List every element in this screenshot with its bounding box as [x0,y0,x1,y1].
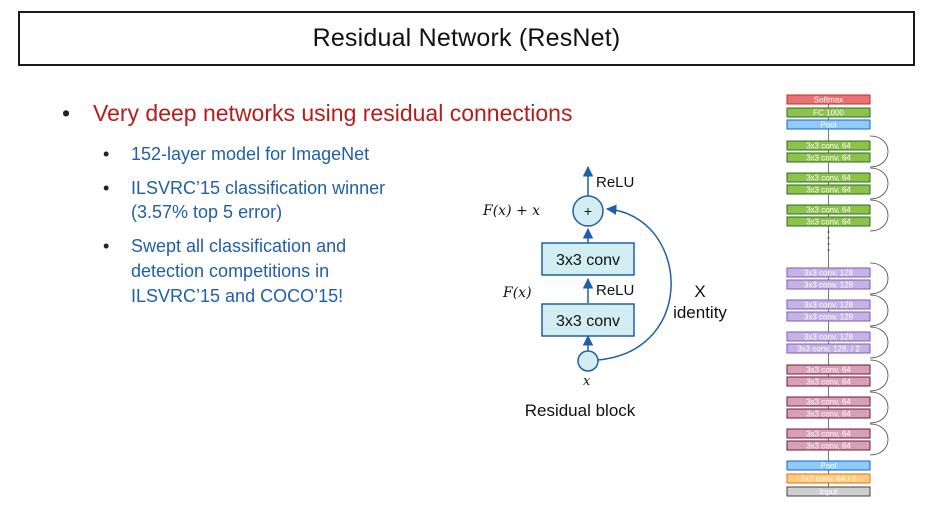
relu-top-label: ReLU [596,174,634,191]
stack-layer [786,460,871,471]
stack-layer-label: 3x3 conv, 64 [806,397,851,406]
stack-layer-label: 3x3 conv, 64 [806,185,851,194]
stack-layer [786,428,871,439]
stack-layer-label: 3x3 conv, 64 [806,377,851,386]
skip-x-label: X [694,282,705,301]
stack-layer [786,311,871,322]
conv-bottom-box [541,303,635,337]
plus-sign: + [584,203,592,219]
residual-block-caption: Residual block [525,401,636,420]
fx-plus-x-label: F(x) + x [482,203,540,219]
stack-layer [786,331,871,342]
skip-arc [869,423,889,456]
skip-arc [869,135,889,168]
conv-top-label: 3x3 conv [556,252,620,269]
stack-layer-label: 3x3 conv, 64 [806,441,851,450]
bullet-dot: • [103,178,110,198]
stack-layer-label: 3x3 conv, 128 [804,312,854,321]
stack-layer [786,279,871,290]
stack-layer-label: 3x3 conv, 128, / 2 [797,344,860,353]
stack-layer-label: 7x7 conv, 64 / 2 [801,474,857,483]
stack-layer [786,440,871,451]
stack-layer [786,107,871,118]
stack-layer-label: 3x3 conv, 64 [806,429,851,438]
ellipsis-dot [827,231,830,233]
stack-layer [786,486,871,497]
stack-layer [786,408,871,419]
stack-layer-label: 3x3 conv, 64 [806,409,851,418]
stack-layer-label: Pool [820,120,836,129]
sub-bullet-text: detection competitions in [131,261,330,281]
stack-layer [786,343,871,354]
stack-layer-label: 3x3 conv, 64 [806,365,851,374]
stack-layer-label: FC 1000 [813,108,844,117]
input-node [577,350,599,372]
stack-layer-label: Softmax [814,95,843,104]
skip-arc [869,294,889,327]
skip-arc [869,359,889,392]
x-input-label: x [583,374,591,389]
stack-layer-label: 3x3 conv, 64 [806,217,851,226]
skip-arc [869,262,889,295]
stack-layer-label: 3x3 conv, 128 [804,332,854,341]
stack-layer-label: Input [820,487,839,496]
main-bullet-text: Very deep networks using residual connec… [93,100,573,126]
stack-layer [786,473,871,484]
stack-layer-label: 3x3 conv, 64 [806,153,851,162]
skip-arc [869,167,889,200]
stack-layer-label: 3x3 conv, 64 [806,173,851,182]
stack-layer-label: Pool [820,461,836,470]
ellipsis-dot [827,243,830,245]
bullet-dot: • [62,100,71,126]
sub-bullet-text: ILSVRC’15 and COCO’15! [131,286,344,306]
conv-bottom-label: 3x3 conv [556,313,620,330]
bullet-dot: • [103,236,110,256]
stack-layer [786,216,871,227]
stack-layer-label: 3x3 conv, 128 [804,268,854,277]
ellipsis-dot [827,237,830,239]
sub-bullet-text: ILSVRC’15 classification winner [131,178,386,198]
skip-arc [869,199,889,232]
conv-top-box [541,242,635,276]
stack-layer-label: 3x3 conv, 128 [804,300,854,309]
relu-mid-label: ReLU [596,282,634,299]
stack-layer-label: 3x3 conv, 128 [804,280,854,289]
stack-layer-label: 3x3 conv, 64 [806,205,851,214]
stack-layer [786,267,871,278]
stack-layer [786,152,871,163]
ellipsis-dot [827,249,830,251]
stack-layer [786,364,871,375]
stack-layer [786,376,871,387]
stack-layer [786,204,871,215]
stack-layer [786,172,871,183]
skip-arc [869,391,889,424]
stack-layer-label: 3x3 conv, 64 [806,141,851,150]
skip-arc [869,326,889,359]
stack-layer [786,396,871,407]
stack-layer [786,299,871,310]
skip-connection-arrow [597,204,672,361]
stack-layer [786,119,871,130]
slide-title-box: Residual Network (ResNet) [18,11,915,66]
stack-layer [786,184,871,195]
sub-bullet-text: 152-layer model for ImageNet [131,144,370,164]
stack-layer [786,94,871,105]
add-node [572,195,604,227]
fx-label: F(x) [502,285,532,301]
stack-layer [786,140,871,151]
sub-bullet-text: (3.57% top 5 error) [131,202,283,222]
slide-title: Residual Network (ResNet) [312,24,621,52]
sub-bullet-text: Swept all classification and [131,236,347,256]
bullet-dot: • [103,144,110,164]
skip-identity-label: identity [673,303,727,322]
